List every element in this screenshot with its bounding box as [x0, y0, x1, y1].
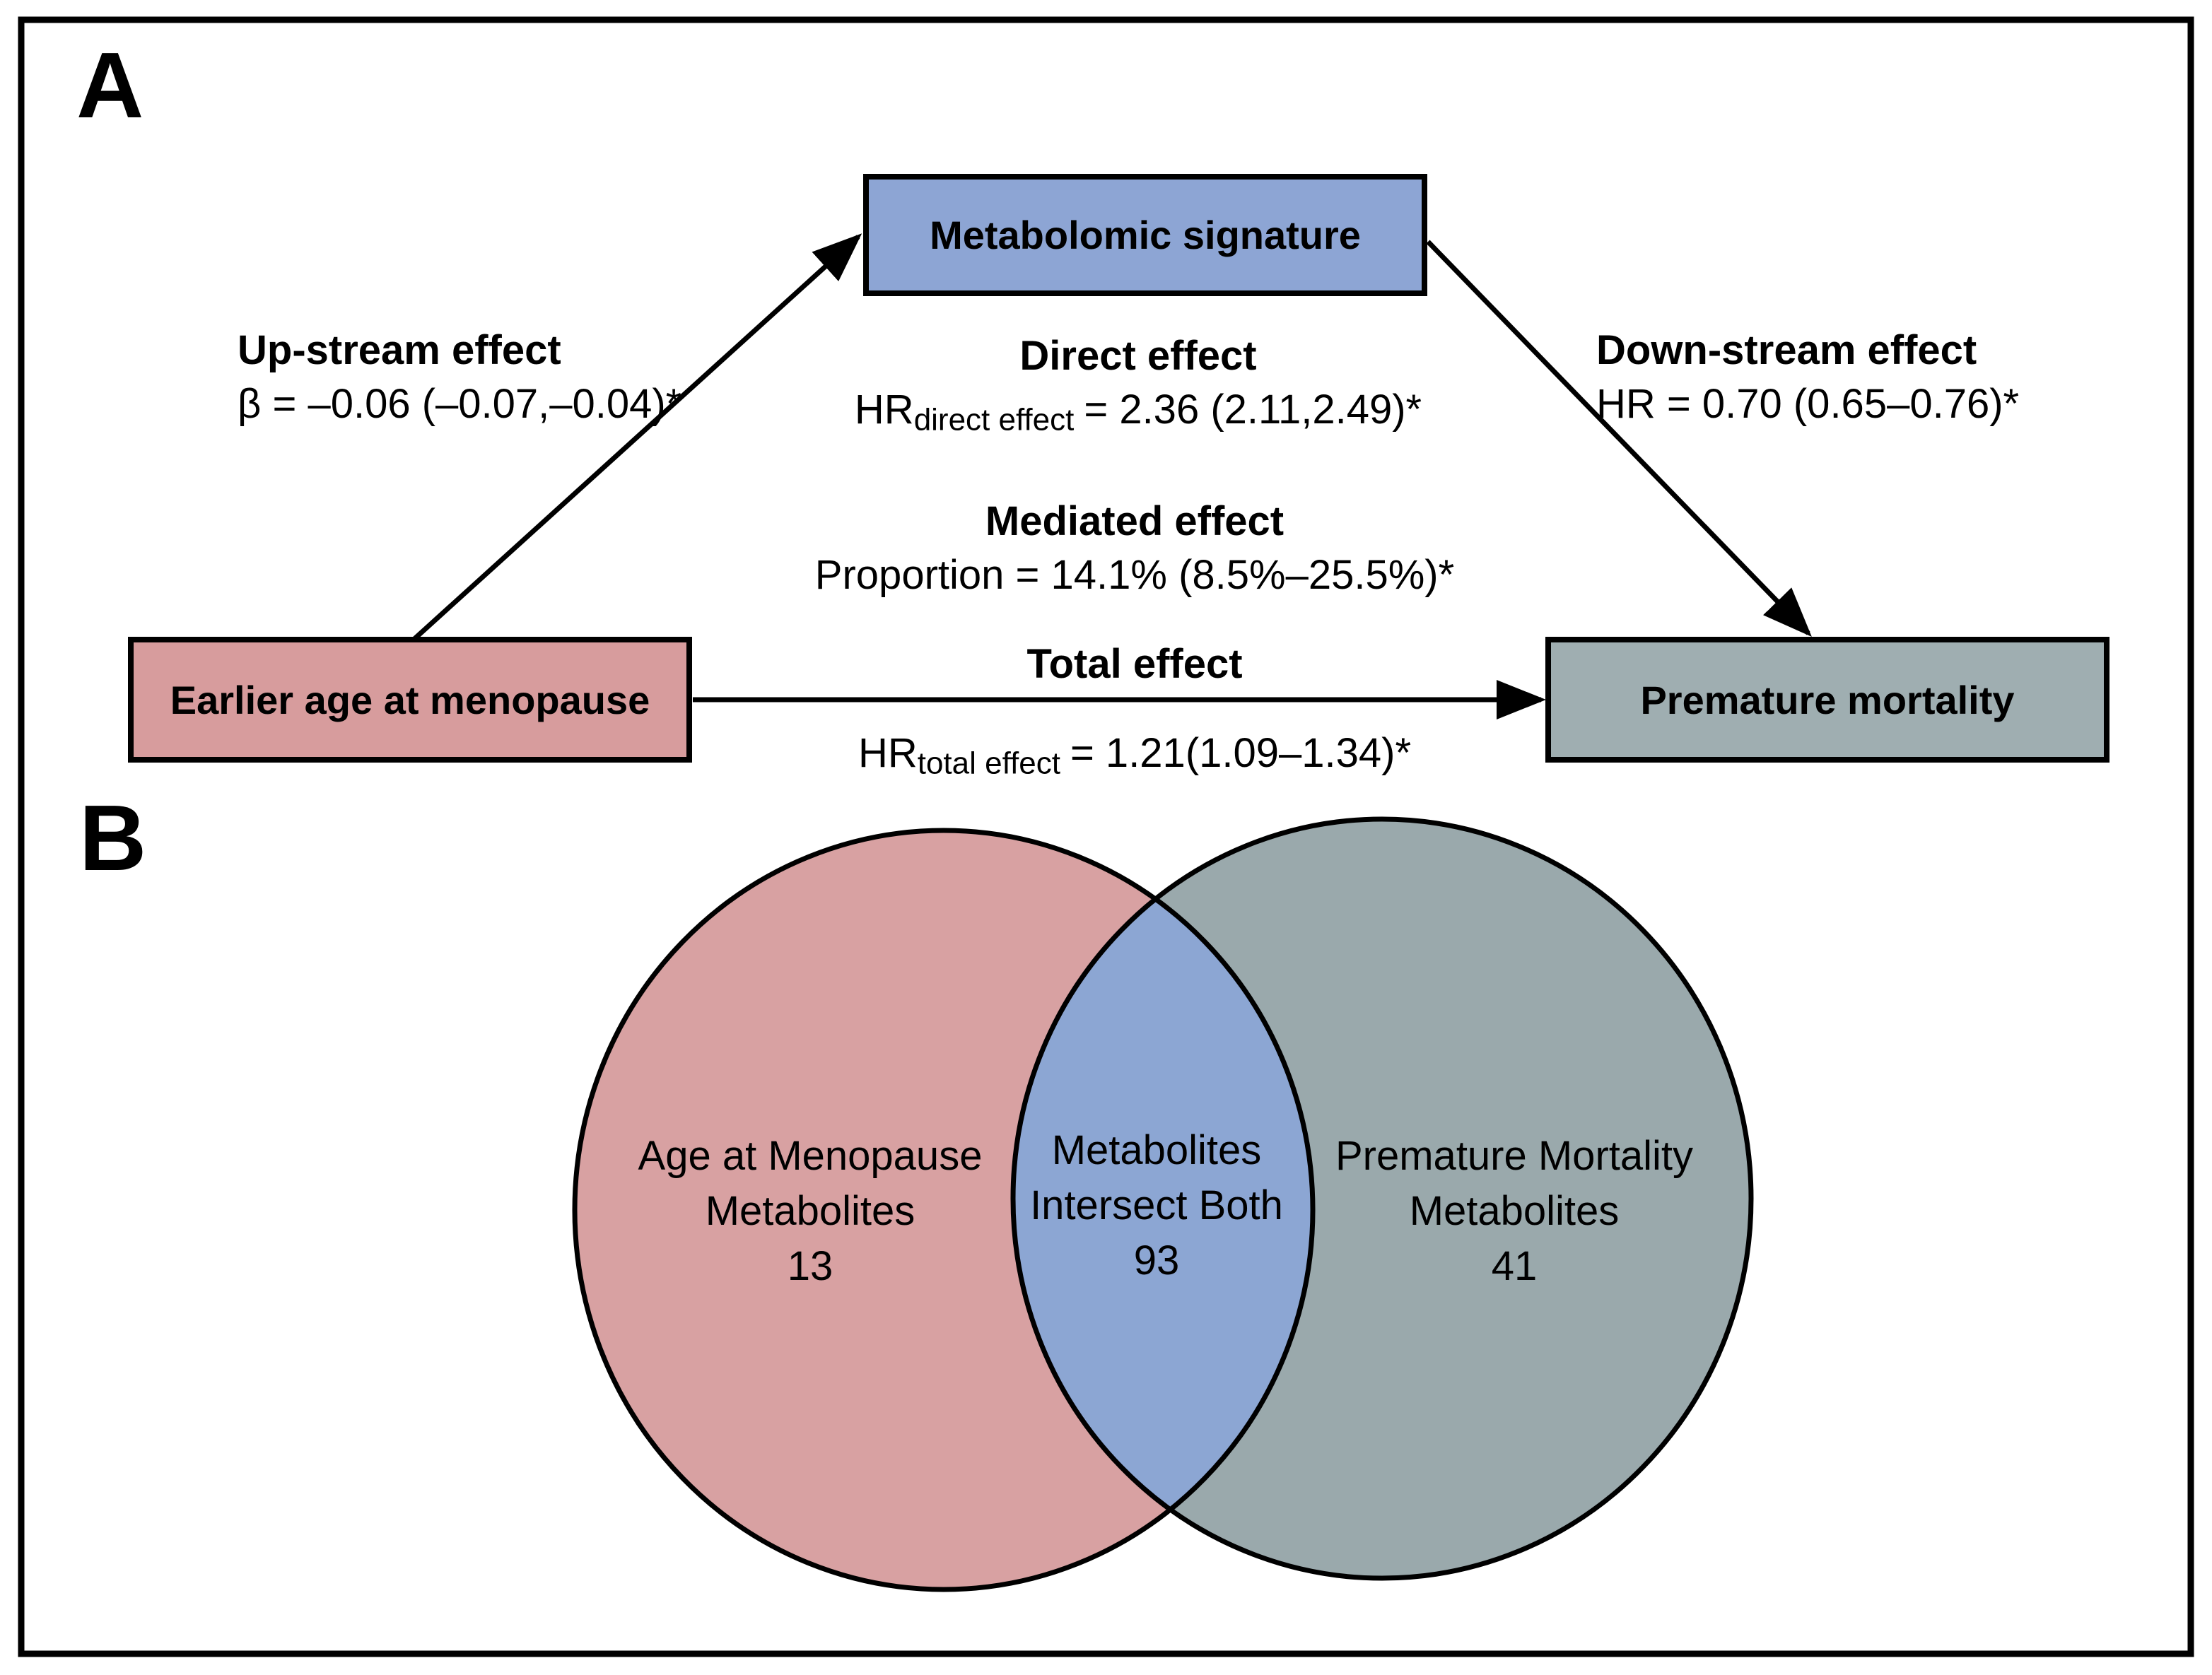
total-effect-text: Total effect	[1026, 637, 1242, 691]
total-effect-value: HRtotal effect = 1.21(1.09–1.34)*	[858, 727, 1411, 791]
direct-hr-base: HR	[854, 387, 914, 433]
upstream-arrow	[411, 233, 862, 642]
total-hr-base: HR	[858, 730, 918, 776]
total-hr-rest: = 1.21(1.09–1.34)*	[1070, 730, 1412, 776]
figure-border	[18, 16, 2194, 1657]
venn-intersection-line1: Metabolites	[1051, 1127, 1262, 1173]
venn-left-label: Age at Menopause Metabolites 13	[638, 1129, 983, 1294]
total-hr-subscript: total effect	[917, 746, 1060, 781]
venn-intersection-count: 93	[1133, 1238, 1180, 1283]
mediated-effect-value: Proportion = 14.1% (8.5%–25.5%)*	[814, 552, 1455, 598]
mediator-box	[863, 174, 1427, 296]
exposure-box	[128, 637, 692, 763]
panel-a-label: A	[76, 33, 144, 137]
venn-left-line1: Age at Menopause	[638, 1133, 983, 1179]
venn-right-label: Premature Mortality Metabolites 41	[1335, 1129, 1693, 1294]
total-effect-title: Total effect	[1026, 641, 1243, 687]
outcome-box	[1545, 637, 2109, 763]
direct-hr-subscript: direct effect	[913, 402, 1075, 437]
direct-effect-text: Direct effect HRdirect effect = 2.36 (2.1…	[855, 329, 1422, 447]
direct-effect-title: Direct effect	[1019, 333, 1257, 379]
upstream-effect-text: Up-stream effect β = –0.06 (–0.07,–0.04)…	[238, 324, 681, 431]
venn-left-line2: Metabolites	[705, 1188, 915, 1234]
venn-right-line2: Metabolites	[1409, 1188, 1620, 1234]
total-effect-hr: HRtotal effect = 1.21(1.09–1.34)*	[858, 727, 1411, 791]
mediator-box-label: Metabolomic signature	[930, 213, 1361, 257]
mediated-effect-text: Mediated effect Proportion = 14.1% (8.5%…	[815, 495, 1454, 602]
venn-left-outline	[572, 828, 1316, 1592]
venn-right-line1: Premature Mortality	[1335, 1133, 1694, 1179]
venn-intersection	[1013, 830, 1313, 1578]
panel-b-label: B	[79, 786, 147, 890]
downstream-effect-value: HR = 0.70 (0.65–0.76)*	[1596, 381, 2020, 427]
venn-right-count: 41	[1491, 1243, 1538, 1289]
venn-intersection-label: Metabolites Intersect Both 93	[1030, 1123, 1283, 1288]
downstream-effect-text: Down-stream effect HR = 0.70 (0.65–0.76)…	[1596, 324, 2019, 431]
direct-hr-rest: = 2.36 (2.11,2.49)*	[1084, 387, 1422, 433]
venn-right-outline	[1010, 816, 1754, 1581]
outcome-box-label: Premature mortality	[1640, 677, 2015, 722]
upstream-effect-value: β = –0.06 (–0.07,–0.04)*	[238, 381, 682, 427]
exposure-box-label: Earlier age at menopause	[170, 677, 650, 722]
downstream-arrow	[1426, 240, 1812, 637]
mediated-effect-title: Mediated effect	[985, 498, 1285, 544]
downstream-effect-title: Down-stream effect	[1596, 327, 1977, 373]
direct-effect-value: HRdirect effect = 2.36 (2.11,2.49)*	[855, 383, 1422, 447]
venn-intersection-line2: Intersect Both	[1030, 1182, 1283, 1228]
upstream-effect-title: Up-stream effect	[238, 327, 561, 373]
venn-left-count: 13	[787, 1243, 833, 1289]
